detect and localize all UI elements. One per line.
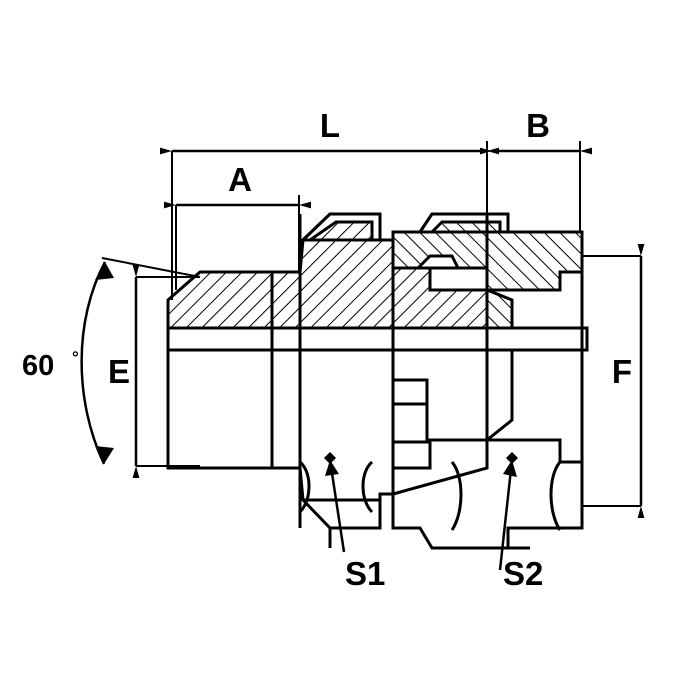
left-nipple-section: [166, 270, 302, 330]
dimension-B-label: B: [526, 107, 550, 144]
left-cone-hatch: [166, 270, 274, 330]
washer-section: [485, 287, 514, 330]
angle-degree-symbol: °: [72, 348, 79, 367]
s1-top-hatch-wedge: [305, 220, 374, 242]
callout-S2-label: S2: [503, 555, 543, 592]
fitting-body-group: [166, 212, 589, 550]
s1-centre-mark: [324, 452, 336, 464]
dimension-L-label: L: [320, 107, 340, 144]
callout-S1-label: S1: [345, 555, 385, 592]
lower-exterior-view: [166, 348, 584, 550]
seal-cavity: [414, 254, 461, 270]
angle-arrow-bottom: [95, 446, 114, 464]
angle-leader-line: [101, 257, 201, 278]
s1-leader-arrow: [325, 460, 339, 476]
angle-value-label: 60: [22, 350, 54, 382]
left-shank-lower: [270, 348, 302, 470]
s1-chamfer-right: [361, 460, 374, 514]
s2-chamfer-right: [549, 461, 562, 531]
s2-chamfer-left: [450, 461, 463, 531]
dimension-F: F: [582, 244, 645, 518]
washer-lower: [485, 348, 514, 444]
s2-centre-mark: [506, 452, 518, 464]
bore-channel: [166, 326, 589, 352]
callout-S2: S2: [498, 459, 543, 592]
dimension-L: L: [160, 107, 499, 300]
dimension-F-label: F: [612, 353, 632, 390]
s2-leader-line: [498, 459, 514, 571]
thread-window: [391, 378, 429, 444]
angle-arc: [80, 261, 107, 465]
s1-leader-line: [328, 459, 346, 553]
dimension-B: B: [480, 107, 592, 232]
angle-arrow-top: [95, 262, 114, 280]
left-shank-hatch: [270, 270, 302, 330]
angle-callout: 60 °: [22, 257, 201, 465]
nut-top-hatch-wedge: [428, 220, 502, 234]
s2-leader-arrow: [503, 460, 517, 477]
dimension-A: A: [164, 161, 311, 290]
dimension-A-label: A: [228, 161, 252, 198]
left-stud-lower: [166, 348, 274, 470]
dimension-E-label: E: [108, 353, 130, 390]
dimension-E: E: [108, 265, 200, 478]
callout-S1: S1: [325, 459, 385, 592]
s1-chamfer-left: [298, 460, 311, 514]
